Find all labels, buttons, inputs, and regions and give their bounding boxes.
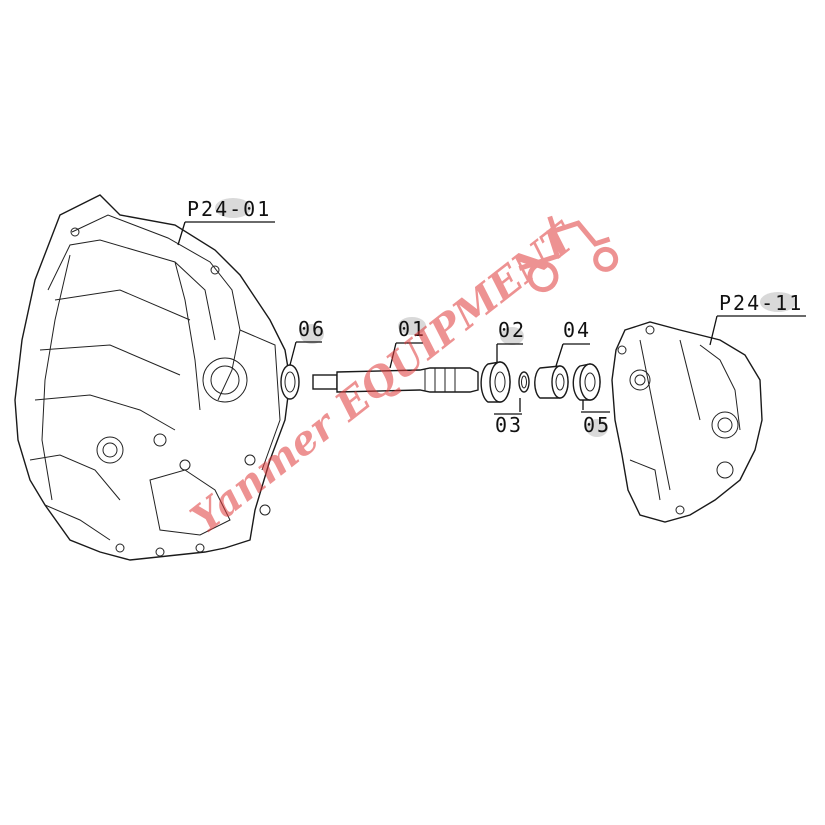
label-p24-01: P24-01 (187, 197, 271, 221)
bearing-02 (480, 361, 511, 403)
leader-lines (177, 221, 806, 415)
label-highlight (215, 198, 251, 218)
seal-06 (280, 364, 300, 400)
label-05: 05 (583, 413, 611, 437)
label-highlight (398, 317, 426, 335)
label-02: 02 (498, 318, 526, 342)
rear-housing (611, 321, 763, 523)
snap-ring-03 (518, 371, 530, 393)
label-highlight (500, 327, 524, 345)
label-highlight (586, 419, 608, 437)
label-highlight (300, 324, 324, 344)
collar-04 (534, 365, 569, 399)
tractor-icon (518, 215, 619, 293)
label-06: 06 (298, 317, 326, 341)
label-p24-11: P24-11 (719, 291, 803, 315)
shaft-01 (312, 367, 479, 393)
bearing-05 (572, 363, 601, 401)
label-01: 01 (398, 317, 426, 341)
label-03: 03 (495, 413, 523, 437)
label-highlight (760, 292, 796, 312)
label-04: 04 (563, 318, 591, 342)
front-housing (14, 194, 291, 561)
